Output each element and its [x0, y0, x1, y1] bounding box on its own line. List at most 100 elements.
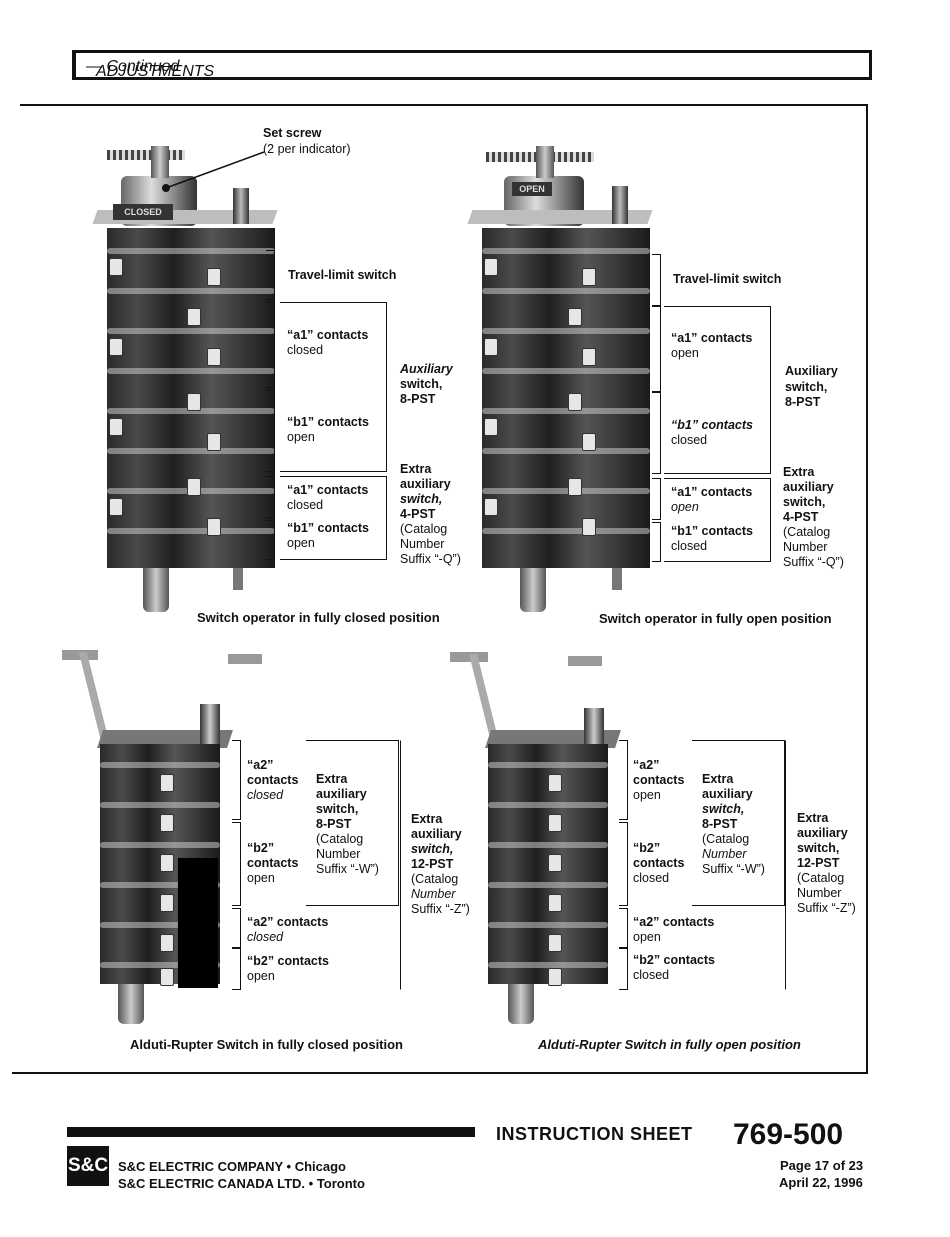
aux-switch-line3: 8-PST — [785, 395, 821, 409]
z-switch-line3: switch, — [411, 842, 454, 856]
bottom-shaft — [520, 568, 546, 612]
extra-switch-line6: Number — [400, 537, 445, 551]
set-screw-label: Set screw — [263, 126, 322, 140]
a2-contacts-label: “a2” — [633, 758, 660, 772]
w-switch-line4: 8-PST — [316, 817, 352, 831]
z-switch-line6: Number — [797, 886, 842, 900]
w-switch-line7: Suffix “-W”) — [316, 862, 379, 876]
mounting-bracket-left — [450, 652, 488, 662]
b2-contacts-label: “b2” — [247, 841, 275, 855]
a1-contacts-state: closed — [287, 343, 324, 357]
indicator-shaft — [151, 146, 169, 178]
instruction-sheet-number: 769-500 — [733, 1118, 844, 1151]
closed-label-tag: CLOSED — [113, 204, 173, 220]
b1-bracket — [266, 390, 275, 472]
figure-frame-bottom — [12, 1072, 868, 1074]
b2-bracket — [619, 822, 628, 906]
z-switch-line4: 12-PST — [797, 856, 840, 870]
a2-contacts-state: open — [633, 788, 661, 802]
instruction-sheet-label: INSTRUCTION SHEET — [496, 1124, 693, 1144]
switch-stack — [482, 228, 650, 568]
lo-b2-contacts-label: “b2” contacts — [247, 954, 329, 968]
shaded-side — [178, 858, 218, 988]
aux-switch-line3: 8-PST — [400, 392, 436, 406]
w-switch-line1: Extra — [316, 772, 348, 786]
z-switch-line5: (Catalog — [411, 872, 459, 886]
ex-b1-bracket — [652, 522, 661, 562]
figure-frame-right — [866, 104, 868, 1074]
z-switch-line7: Suffix “-Z”) — [411, 902, 470, 916]
ex-a1-contacts-state: closed — [287, 498, 324, 512]
bottom-shaft — [508, 984, 534, 1024]
travel-limit-label: Travel-limit switch — [673, 272, 782, 286]
z-switch-line2: auxiliary — [797, 826, 848, 840]
extra-switch-line1: Extra — [400, 462, 432, 476]
lo-b2-contacts-state: closed — [633, 968, 670, 982]
b1-contacts-state: open — [287, 430, 315, 444]
switch-operator-photo-closed: CLOSED — [92, 140, 285, 615]
mounting-bracket-left-arm — [469, 654, 499, 742]
extra-switch-line2: auxiliary — [783, 480, 834, 494]
aux-switch-line2: switch, — [400, 377, 443, 391]
terminal-post — [584, 708, 604, 746]
switch-stack — [488, 744, 608, 986]
lo-b2-bracket — [232, 948, 241, 990]
z-switch-line2: auxiliary — [411, 827, 462, 841]
lo-b2-contacts-label: “b2” contacts — [633, 953, 715, 967]
z-switch-line1: Extra — [411, 812, 443, 826]
aux-switch-line2: switch, — [785, 380, 828, 394]
b2-contacts-label2: contacts — [633, 856, 685, 870]
z-switch-line4: 12-PST — [411, 857, 454, 871]
bottom-post — [233, 568, 243, 590]
a2-bracket — [232, 740, 241, 820]
lo-a2-bracket — [619, 908, 628, 948]
ex-a1-contacts-label: “a1” contacts — [671, 485, 753, 499]
bottom-shaft — [143, 568, 169, 612]
w-switch-line2: auxiliary — [702, 787, 753, 801]
company-line1: S&C ELECTRIC COMPANY • Chicago — [118, 1159, 346, 1174]
aux-switch-bracket — [280, 302, 387, 472]
set-screw-note: (2 per indicator) — [263, 142, 351, 156]
extra-switch-line4: 4-PST — [400, 507, 436, 521]
b2-contacts-state: closed — [633, 871, 670, 885]
extra-switch-bracket — [664, 478, 771, 562]
z-switch-bracket — [240, 740, 401, 990]
set-screw-leader — [162, 151, 265, 192]
ex-b1-contacts-state: closed — [671, 539, 708, 553]
lo-a2-bracket — [232, 908, 241, 948]
figure-frame-top — [20, 104, 868, 106]
terminal-post — [612, 186, 628, 224]
ex-b1-contacts-state: open — [287, 536, 315, 550]
indicator-gear — [107, 150, 185, 160]
ex-a1-bracket — [652, 478, 661, 520]
page-number: Page 17 of 23 — [780, 1158, 864, 1173]
switch-operator-photo-open: OPEN — [467, 140, 660, 615]
indicator-shaft — [536, 146, 554, 178]
open-label-tag: OPEN — [512, 182, 552, 196]
b2-contacts-label2: contacts — [247, 856, 299, 870]
terminal-post — [200, 704, 220, 744]
ex-a1-bracket — [266, 476, 275, 518]
mounting-bracket-right — [568, 656, 602, 666]
z-switch-line1: Extra — [797, 811, 829, 825]
w-switch-line3: switch, — [316, 802, 359, 816]
z-switch-line7: Suffix “-Z”) — [797, 901, 856, 915]
terminal-post — [233, 188, 249, 224]
extra-switch-line7: Suffix “-Q”) — [400, 552, 461, 566]
extra-switch-line1: Extra — [783, 465, 815, 479]
aux-switch-line1: Auxiliary — [400, 362, 453, 376]
lo-a2-contacts-label: “a2” contacts — [633, 915, 715, 929]
bottom-shaft — [118, 984, 144, 1024]
extra-switch-line2: auxiliary — [400, 477, 451, 491]
sheet-date: April 22, 1996 — [779, 1175, 863, 1190]
extra-switch-line6: Number — [783, 540, 828, 554]
lo-b2-bracket — [619, 948, 628, 990]
travel-limit-label: Travel-limit switch — [288, 268, 397, 282]
w-switch-line5: (Catalog — [316, 832, 364, 846]
a2-contacts-label2: contacts — [247, 773, 299, 787]
b1-contacts-label: “b1” contacts — [287, 415, 369, 429]
figure4-caption: Alduti-Rupter Switch in fully open posit… — [538, 1037, 801, 1052]
a2-contacts-label: “a2” — [247, 758, 274, 772]
aux-switch-bracket — [664, 306, 771, 474]
aux-switch-line1: Auxiliary — [785, 364, 838, 378]
